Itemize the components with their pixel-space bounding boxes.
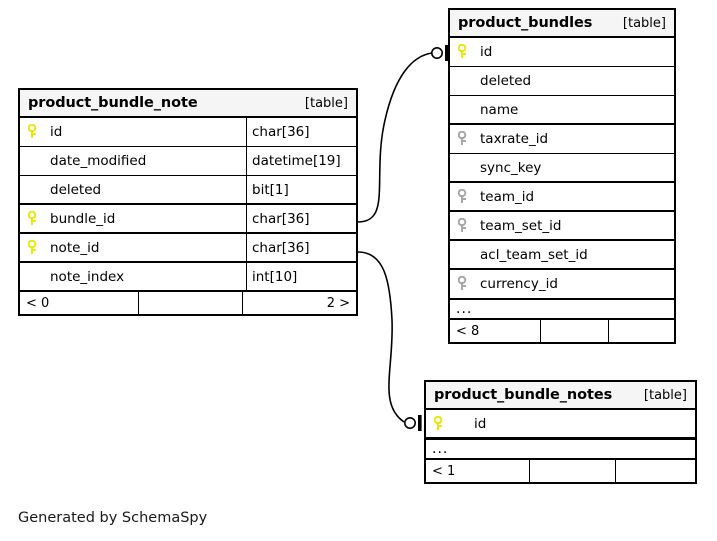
column-type-cell: bit[1]: [246, 176, 356, 203]
table-row[interactable]: note_id char[36]: [20, 234, 356, 263]
key-icon-primary: [434, 415, 456, 432]
table-footer: < 1: [426, 460, 695, 482]
column-type: int[10]: [252, 268, 298, 285]
column-name-cell: bundle_id: [20, 205, 246, 232]
column-name: note_id: [50, 239, 100, 256]
column-name-cell: name: [450, 96, 674, 123]
table-row[interactable]: name: [450, 96, 674, 125]
column-name-cell: deleted: [450, 67, 674, 95]
column-name-cell: team_id: [450, 183, 674, 210]
column-name-cell: deleted: [20, 176, 246, 203]
table-row[interactable]: date_modified datetime[19]: [20, 147, 356, 176]
table-title: product_bundle_notes: [434, 387, 613, 403]
footer-child-count: [608, 320, 674, 342]
column-name-cell: note_id: [20, 234, 246, 261]
footer-middle: [138, 292, 242, 314]
column-name-cell: id: [20, 118, 246, 146]
column-type: char[36]: [252, 124, 310, 140]
footer-child-count: [615, 460, 695, 482]
relationship-bundle-id: [357, 45, 449, 223]
table-header: product_bundles [table]: [450, 10, 674, 38]
column-name-cell: acl_team_set_id: [450, 241, 674, 268]
table-title: product_bundles: [458, 15, 593, 31]
table-product-bundles[interactable]: product_bundles [table] id deleted: [448, 8, 676, 344]
footer-parent-count: < 0: [26, 295, 50, 311]
more-columns-indicator: ...: [450, 298, 674, 320]
table-type-tag: [table]: [304, 95, 348, 111]
table-type-tag: [table]: [643, 387, 687, 403]
footer-middle: [540, 320, 608, 342]
column-type-cell: char[36]: [246, 234, 356, 261]
footer-child-count: 2 >: [242, 292, 356, 314]
column-name-cell: id: [450, 38, 674, 66]
column-name: id: [50, 124, 63, 140]
key-icon-primary: [458, 44, 480, 60]
column-name: id: [480, 44, 493, 60]
column-name: deleted: [50, 181, 102, 198]
table-footer: < 8: [450, 320, 674, 342]
column-name: name: [480, 101, 519, 118]
key-icon-primary: [28, 124, 50, 140]
column-type: bit[1]: [252, 181, 289, 198]
key-icon-foreign: [458, 131, 480, 147]
column-type: char[36]: [252, 210, 310, 227]
table-product-bundle-note[interactable]: product_bundle_note [table] id char[36]: [18, 88, 358, 316]
column-name: date_modified: [50, 153, 147, 169]
column-name-cell: id: [426, 410, 695, 437]
table-type-tag: [table]: [622, 15, 666, 31]
table-footer: < 0 2 >: [20, 292, 356, 314]
column-name: currency_id: [480, 276, 558, 292]
column-name-cell: team_set_id: [450, 212, 674, 239]
column-name: id: [474, 415, 487, 432]
table-header: product_bundle_note [table]: [20, 90, 356, 118]
key-icon-primary: [28, 239, 50, 256]
table-row[interactable]: sync_key: [450, 154, 674, 183]
column-name-cell: taxrate_id: [450, 125, 674, 153]
key-icon-primary: [28, 210, 50, 227]
column-name: team_id: [480, 188, 535, 205]
column-name-cell: sync_key: [450, 154, 674, 181]
table-row[interactable]: team_set_id: [450, 212, 674, 241]
column-type-cell: char[36]: [246, 118, 356, 146]
column-type: char[36]: [252, 239, 310, 256]
column-type-cell: int[10]: [246, 263, 356, 290]
relationship-note-id: [357, 251, 422, 431]
table-product-bundle-notes[interactable]: product_bundle_notes [table] id ... < 1: [424, 380, 697, 484]
table-row[interactable]: bundle_id char[36]: [20, 205, 356, 234]
column-name: note_index: [50, 268, 125, 285]
table-row[interactable]: id: [450, 38, 674, 67]
table-row[interactable]: id char[36]: [20, 118, 356, 147]
footer-parent-count: < 8: [456, 323, 480, 339]
table-row[interactable]: acl_team_set_id: [450, 241, 674, 270]
more-columns-indicator: ...: [426, 438, 695, 460]
column-name: sync_key: [480, 159, 542, 176]
column-type-cell: datetime[19]: [246, 147, 356, 175]
table-row[interactable]: currency_id: [450, 270, 674, 299]
footer-parent-count: < 1: [432, 463, 456, 479]
footer-middle: [529, 460, 615, 482]
column-name-cell: date_modified: [20, 147, 246, 175]
table-row[interactable]: id: [426, 410, 695, 439]
column-type-cell: char[36]: [246, 205, 356, 232]
key-icon-foreign: [458, 188, 480, 205]
table-title: product_bundle_note: [28, 95, 198, 111]
column-name: team_set_id: [480, 217, 562, 234]
column-name: taxrate_id: [480, 131, 549, 147]
table-row[interactable]: deleted: [450, 67, 674, 96]
generated-by-caption: Generated by SchemaSpy: [18, 510, 208, 526]
table-row[interactable]: team_id: [450, 183, 674, 212]
column-name-cell: note_index: [20, 263, 246, 290]
column-name-cell: currency_id: [450, 270, 674, 298]
table-header: product_bundle_notes [table]: [426, 382, 695, 410]
key-icon-foreign: [458, 217, 480, 234]
column-name: deleted: [480, 73, 532, 89]
key-icon-foreign: [458, 276, 480, 292]
column-name: bundle_id: [50, 210, 116, 227]
table-row[interactable]: deleted bit[1]: [20, 176, 356, 205]
table-row[interactable]: note_index int[10]: [20, 263, 356, 292]
column-name: acl_team_set_id: [480, 246, 588, 263]
column-type: datetime[19]: [252, 153, 341, 169]
table-row[interactable]: taxrate_id: [450, 125, 674, 154]
